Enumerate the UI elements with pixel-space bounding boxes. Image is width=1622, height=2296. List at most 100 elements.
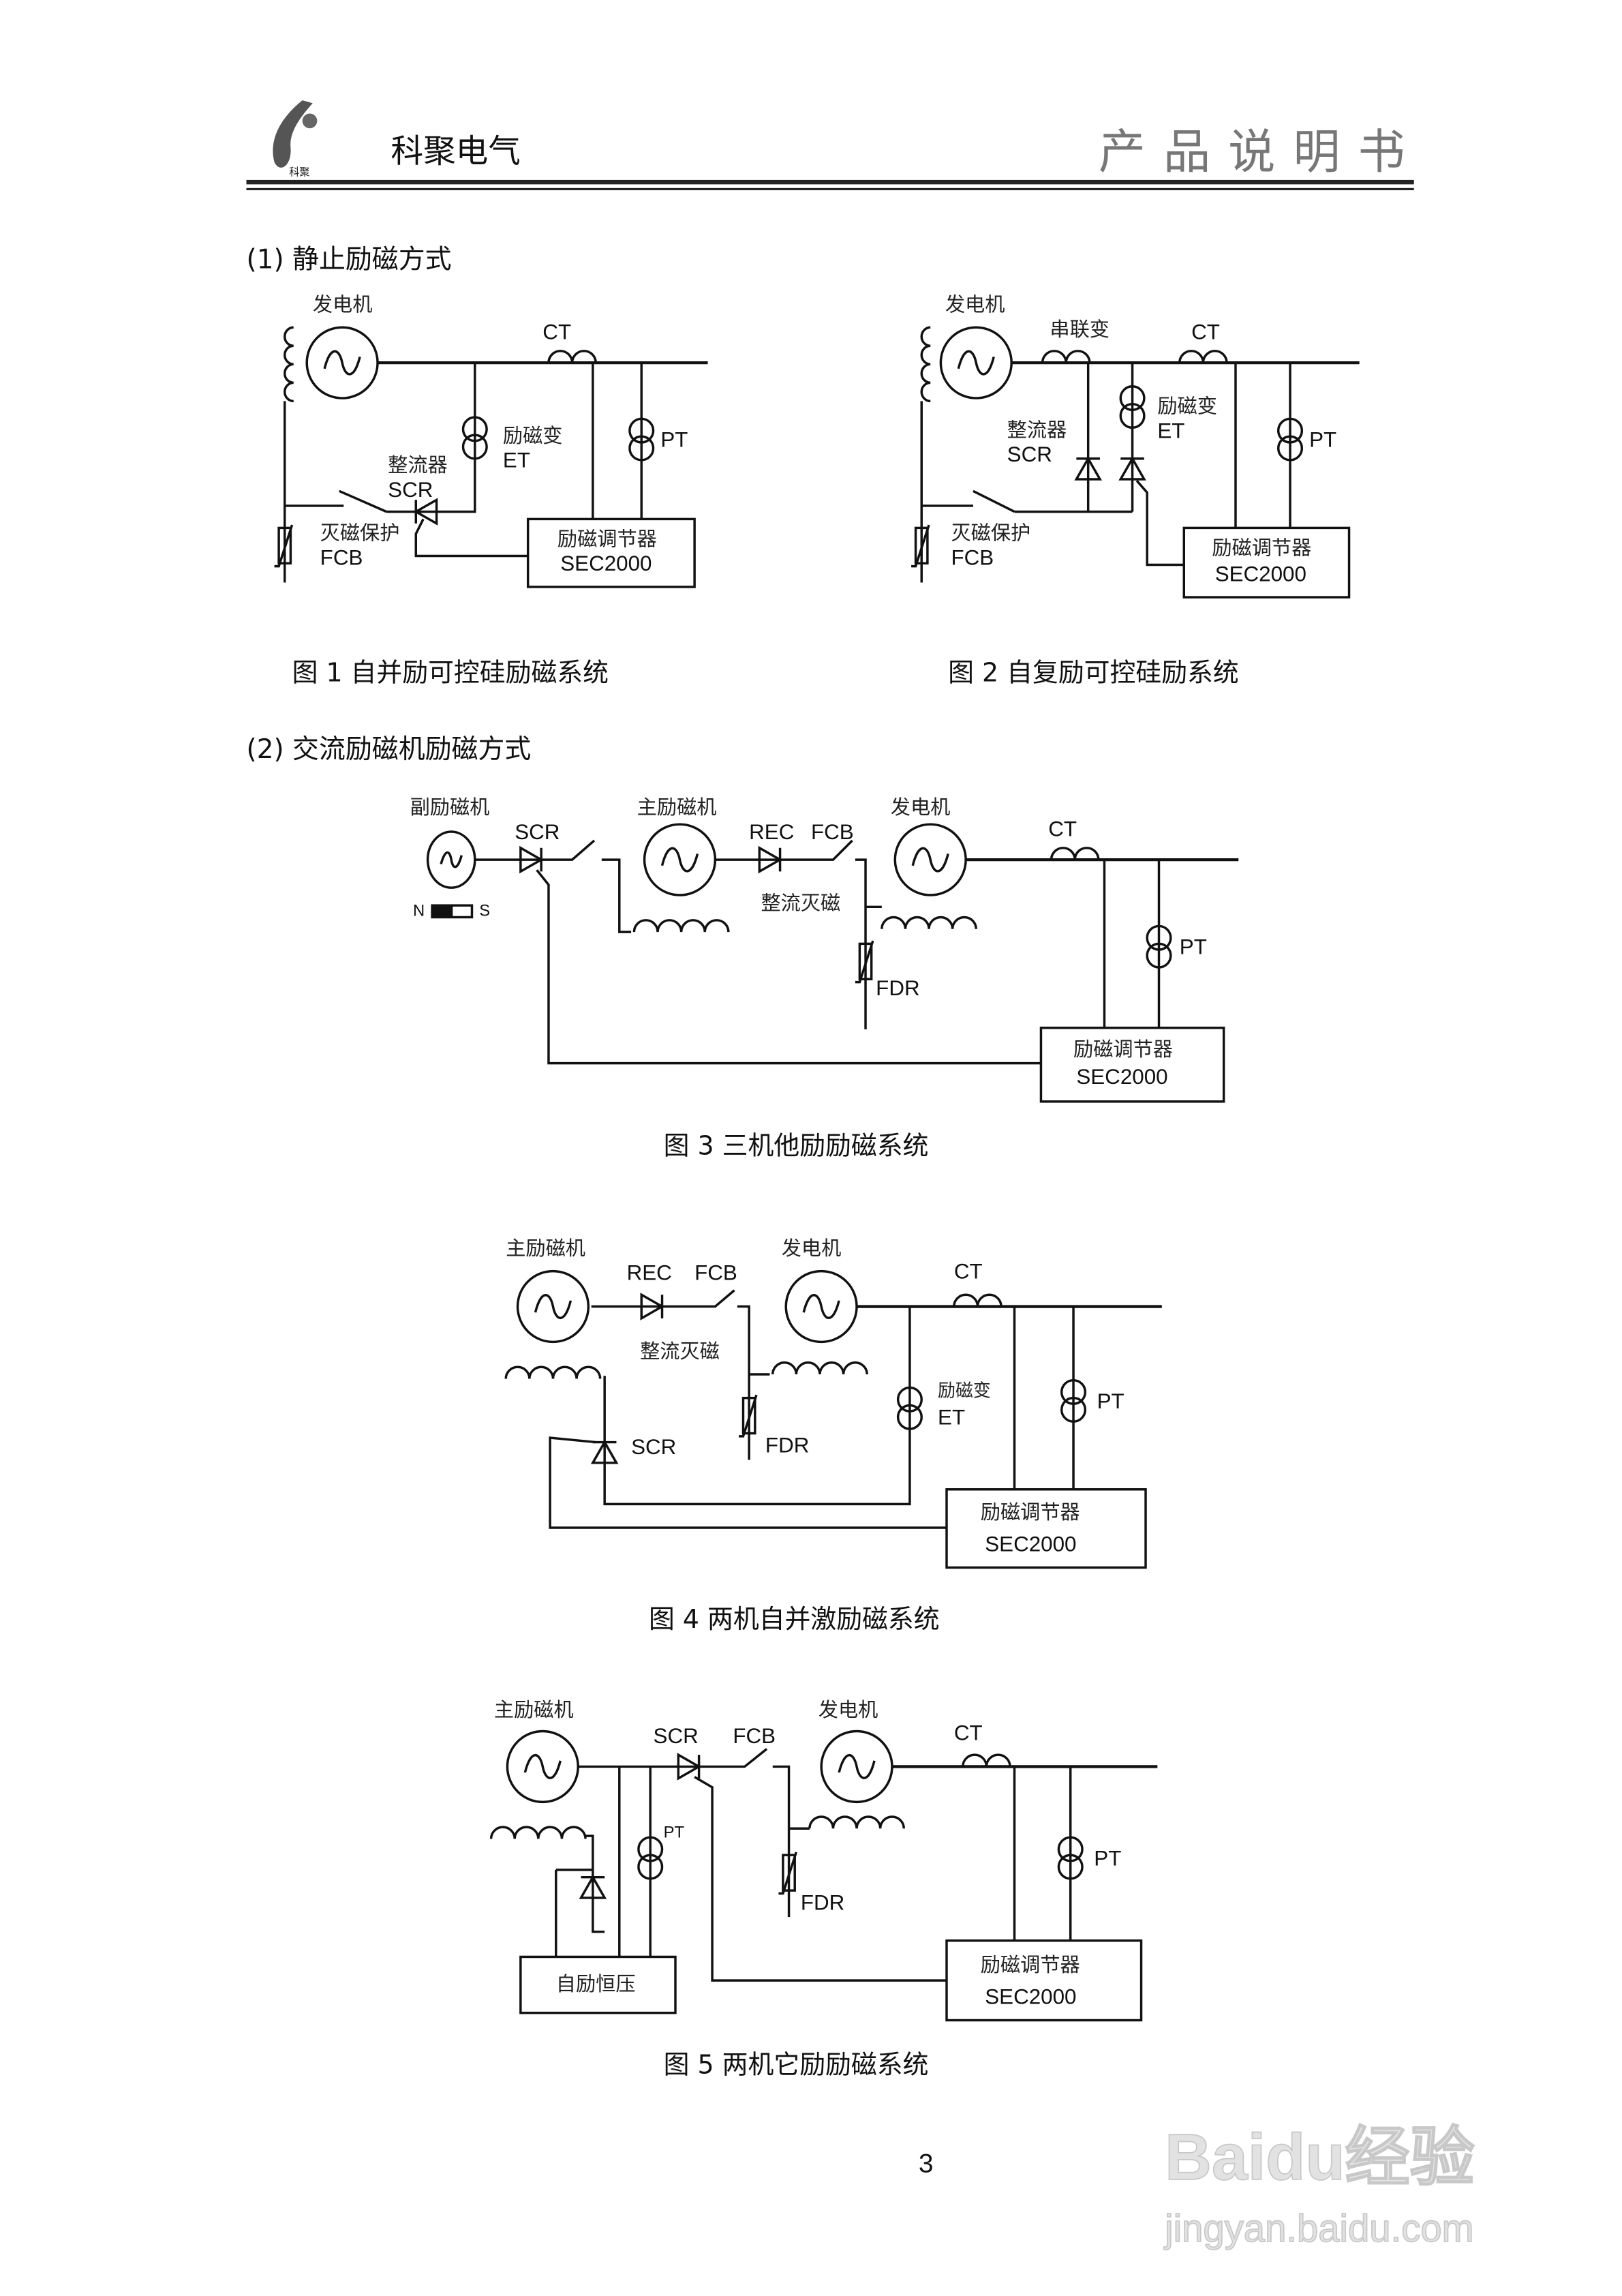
company-name: 科聚电气 bbox=[391, 133, 521, 170]
exciter-field-winding-icon bbox=[504, 1365, 602, 1380]
company-logo: 科聚 bbox=[273, 100, 318, 178]
figure-5-diagram: 主励磁机 发电机 SCR FCB CT PT PT FDR 自励恒压 励磁调节器… bbox=[489, 1698, 1158, 2022]
label-pt: PT bbox=[1180, 935, 1207, 959]
label-ct: CT bbox=[542, 320, 571, 344]
label-generator: 发电机 bbox=[818, 1698, 878, 1721]
label-pt-small: PT bbox=[664, 1823, 684, 1841]
label-pt: PT bbox=[1097, 1389, 1124, 1413]
label-fcb-cn: 灭磁保护 bbox=[951, 522, 1030, 545]
figure-2-diagram: 发电机 串联变 CT 励磁变 ET PT 整流器 SCR 灭磁保护 FCB 励磁… bbox=[910, 292, 1360, 599]
label-pt: PT bbox=[1309, 427, 1336, 451]
label-et-cn: 励磁变 bbox=[1157, 395, 1217, 418]
page-number: 3 bbox=[919, 2149, 934, 2178]
label-pt: PT bbox=[660, 427, 688, 451]
generator-icon bbox=[820, 1729, 893, 1804]
label-pt: PT bbox=[1094, 1846, 1121, 1870]
label-main-exciter: 主励磁机 bbox=[637, 796, 717, 819]
label-generator: 发电机 bbox=[782, 1237, 842, 1260]
label-main-exciter: 主励磁机 bbox=[506, 1237, 585, 1260]
label-regulator-cn: 励磁调节器 bbox=[1212, 536, 1311, 559]
label-regulator-cn: 励磁调节器 bbox=[1073, 1038, 1173, 1061]
self-excitation-box bbox=[519, 1955, 677, 2014]
label-rectifier-cn: 整流器 bbox=[1007, 418, 1067, 441]
label-regulator-cn: 励磁调节器 bbox=[981, 1953, 1080, 1976]
label-regulator-cn: 励磁调节器 bbox=[557, 527, 657, 550]
label-fcb: FCB bbox=[733, 1724, 776, 1748]
label-et-cn: 励磁变 bbox=[938, 1380, 991, 1401]
figure-1-caption: 图 1 自并励可控硅励磁系统 bbox=[292, 657, 609, 687]
figure-3-diagram: 副励磁机 主励磁机 发电机 SCR REC FCB CT N S 整流灭磁 FD… bbox=[410, 796, 1239, 1103]
main-exciter-icon bbox=[506, 1729, 579, 1804]
label-regulator: SEC2000 bbox=[1215, 562, 1306, 586]
ct-icon bbox=[1178, 350, 1228, 364]
label-regulator: SEC2000 bbox=[985, 1985, 1076, 2009]
regulator-box bbox=[945, 1939, 1143, 2022]
permanent-magnet-icon bbox=[431, 904, 474, 919]
generator-field-winding-icon bbox=[771, 1361, 868, 1376]
label-regulator: SEC2000 bbox=[985, 1532, 1076, 1556]
generator-icon bbox=[939, 326, 1013, 399]
label-scr: SCR bbox=[654, 1724, 699, 1748]
figure-5-caption: 图 5 两机它励励磁系统 bbox=[664, 2049, 929, 2079]
label-regulator-cn: 励磁调节器 bbox=[981, 1500, 1080, 1524]
regulator-box bbox=[526, 517, 696, 588]
document-title: 产品说明书 bbox=[1099, 125, 1423, 180]
regulator-box bbox=[1182, 526, 1351, 599]
label-fcb: FCB bbox=[951, 545, 994, 569]
label-scr: SCR bbox=[388, 478, 433, 502]
ct-icon bbox=[953, 1293, 1003, 1308]
fcb-resistor-icon bbox=[273, 524, 294, 568]
label-ct: CT bbox=[954, 1259, 983, 1283]
logo-text: 科聚 bbox=[289, 166, 309, 178]
generator-field-winding-icon bbox=[808, 1815, 906, 1830]
label-n: N bbox=[413, 901, 425, 920]
label-fdr: FDR bbox=[876, 976, 919, 1000]
label-fcb: FCB bbox=[694, 1261, 737, 1285]
label-et: ET bbox=[938, 1406, 965, 1430]
label-rec: REC bbox=[749, 820, 794, 844]
fdr-resistor-icon bbox=[777, 1851, 798, 1895]
label-generator: 发电机 bbox=[945, 292, 1005, 316]
label-et: ET bbox=[503, 449, 530, 472]
fdr-resistor-icon bbox=[854, 939, 874, 984]
ct-icon bbox=[547, 350, 597, 364]
ct-icon bbox=[962, 1753, 1011, 1768]
label-fcb: FCB bbox=[320, 545, 363, 569]
watermark-url: jingyan.baidu.com bbox=[1163, 2207, 1473, 2250]
label-fcb-cn: 灭磁保护 bbox=[320, 522, 400, 545]
exciter-field-winding-icon bbox=[489, 1826, 587, 1841]
field-winding-icon bbox=[284, 326, 295, 403]
label-rec: REC bbox=[627, 1261, 672, 1285]
label-rectifier-cn: 整流器 bbox=[388, 453, 448, 477]
regulator-box bbox=[945, 1488, 1147, 1569]
label-fdr: FDR bbox=[765, 1434, 809, 1457]
label-s: S bbox=[479, 901, 490, 920]
label-rect-demag: 整流灭磁 bbox=[761, 892, 840, 915]
label-series-transformer: 串联变 bbox=[1050, 318, 1110, 341]
generator-field-winding-icon bbox=[881, 916, 978, 931]
fcb-resistor-icon bbox=[910, 524, 930, 568]
label-ct: CT bbox=[1191, 320, 1220, 344]
fdr-resistor-icon bbox=[737, 1393, 758, 1438]
header-rule-thin bbox=[246, 187, 1414, 191]
label-fcb: FCB bbox=[811, 820, 854, 844]
generator-icon bbox=[305, 326, 379, 399]
header: 科聚 科聚电气 产品说明书 bbox=[246, 100, 1423, 191]
watermark-brand: Baidu经验 bbox=[1165, 2121, 1475, 2194]
generator-icon bbox=[784, 1269, 858, 1344]
figure-1-diagram: 发电机 CT 励磁变 ET PT 整流器 SCR 灭磁保护 FCB 励磁调节器 … bbox=[273, 292, 708, 588]
main-exciter-icon bbox=[643, 823, 717, 896]
label-regulator: SEC2000 bbox=[1076, 1065, 1167, 1089]
field-winding-icon bbox=[920, 326, 932, 403]
series-transformer-icon bbox=[1041, 350, 1091, 364]
figure-4-caption: 图 4 两机自并激励磁系统 bbox=[649, 1604, 940, 1634]
label-scr: SCR bbox=[515, 820, 560, 844]
label-ct: CT bbox=[1048, 817, 1077, 841]
label-self-excitation: 自励恒压 bbox=[556, 1972, 636, 1995]
aux-exciter-icon bbox=[426, 830, 476, 889]
label-fdr: FDR bbox=[801, 1890, 844, 1914]
figure-4-diagram: 主励磁机 发电机 REC FCB CT 整流灭磁 励磁变 ET PT SCR F… bbox=[504, 1237, 1162, 1569]
label-aux-exciter: 副励磁机 bbox=[410, 796, 490, 819]
label-rect-demag: 整流灭磁 bbox=[640, 1340, 720, 1363]
label-et: ET bbox=[1157, 419, 1184, 442]
